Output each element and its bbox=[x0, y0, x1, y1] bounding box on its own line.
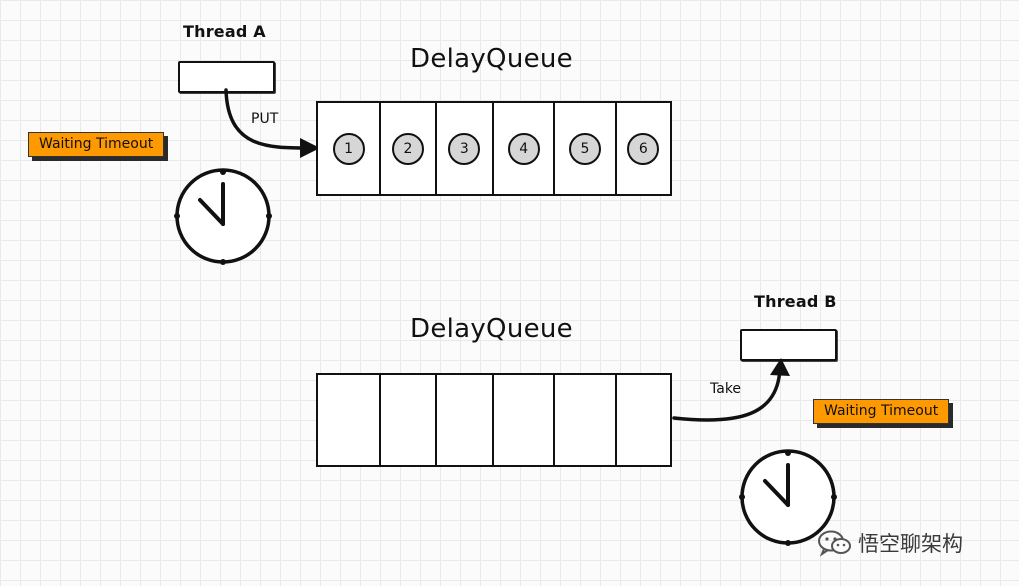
watermark-text: 悟空聊架构 bbox=[858, 532, 963, 556]
bottom-waiting-timeout-badge: Waiting Timeout bbox=[813, 399, 950, 424]
queue-item: 4 bbox=[507, 132, 540, 165]
queue-item: 6 bbox=[627, 132, 660, 165]
bottom-queue-cell bbox=[494, 375, 556, 465]
queue-item: 1 bbox=[332, 132, 365, 165]
top-queue-title: DelayQueue bbox=[410, 44, 573, 74]
take-arrow-label: Take bbox=[710, 381, 742, 397]
bottom-queue-title: DelayQueue bbox=[410, 314, 573, 344]
top-clock-icon bbox=[174, 168, 272, 265]
thread-b-box bbox=[740, 329, 837, 361]
bottom-queue-cell bbox=[381, 375, 437, 465]
queue-item: 5 bbox=[568, 132, 601, 165]
watermark: 悟空聊架构 bbox=[818, 528, 963, 558]
thread-b-label: Thread B bbox=[754, 292, 837, 311]
top-queue-cell: 6 bbox=[617, 103, 670, 194]
top-waiting-timeout-badge: Waiting Timeout bbox=[28, 132, 165, 157]
bottom-queue-cell bbox=[555, 375, 617, 465]
bottom-queue-cell bbox=[437, 375, 495, 465]
bottom-clock-icon bbox=[739, 449, 837, 546]
bottom-queue-cell bbox=[318, 375, 382, 465]
queue-item: 2 bbox=[391, 132, 424, 165]
top-queue-cell: 1 bbox=[318, 103, 382, 194]
top-queue-cell: 2 bbox=[381, 103, 437, 194]
queue-item: 3 bbox=[448, 132, 481, 165]
top-queue-cell: 4 bbox=[494, 103, 556, 194]
thread-a-label: Thread A bbox=[183, 22, 266, 41]
bottom-delay-queue bbox=[316, 373, 672, 467]
put-arrow-label: PUT bbox=[251, 111, 279, 127]
wechat-icon bbox=[818, 530, 851, 557]
top-queue-cell: 5 bbox=[555, 103, 617, 194]
top-queue-cell: 3 bbox=[437, 103, 495, 194]
